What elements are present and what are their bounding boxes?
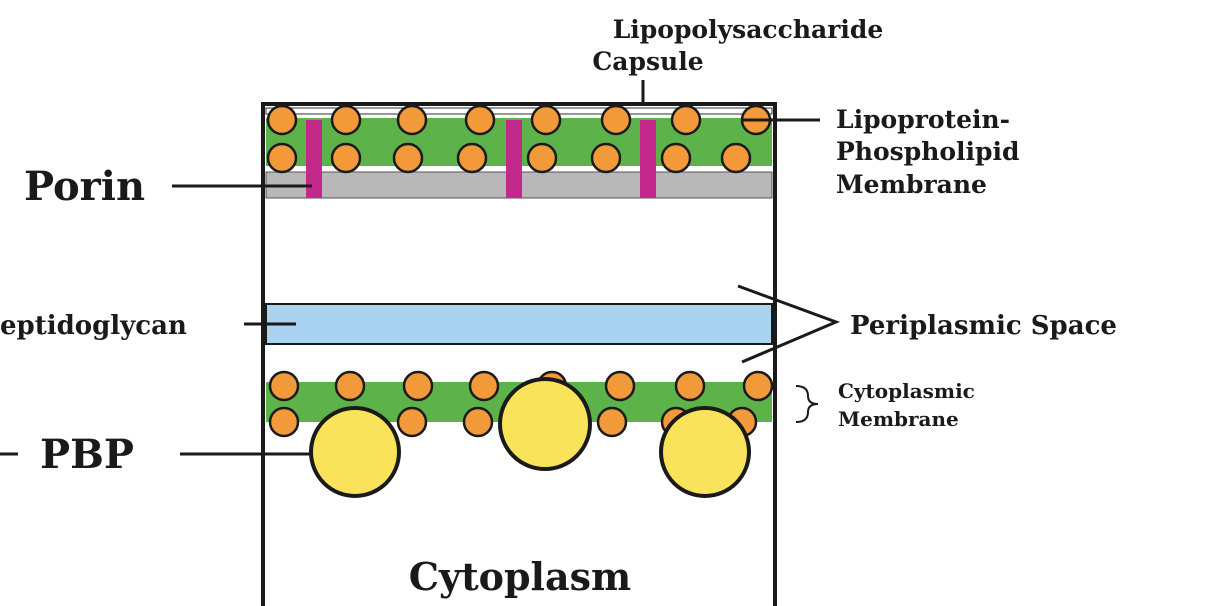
- inner-head-9: [270, 408, 298, 436]
- porin-label: Porin: [24, 163, 145, 210]
- cytoplasmic-label-line2: Membrane: [838, 407, 959, 431]
- lps-label-line1: Lipopolysaccharide: [613, 15, 884, 44]
- outer-head-11: [394, 144, 422, 172]
- outer-head-7: [672, 106, 700, 134]
- cytoplasm-label: Cytoplasm: [409, 554, 631, 599]
- outer-head-15: [662, 144, 690, 172]
- outer-head-1: [268, 106, 296, 134]
- outer-head-5: [532, 106, 560, 134]
- outer-head-4: [466, 106, 494, 134]
- outer-head-2: [332, 106, 360, 134]
- inner-head-2: [336, 372, 364, 400]
- periplasmic-label: Periplasmic Space: [850, 311, 1117, 341]
- peptidoglycan-layer: [266, 304, 772, 344]
- inner-head-4: [470, 372, 498, 400]
- inner-head-8: [744, 372, 772, 400]
- inner-head-11: [464, 408, 492, 436]
- inner-head-1: [270, 372, 298, 400]
- outer-membrane: [266, 106, 772, 198]
- pbp-protein-2: [500, 379, 590, 469]
- porin-channel-2: [506, 120, 522, 198]
- inner-head-10: [398, 408, 426, 436]
- inner-head-7: [676, 372, 704, 400]
- outer-head-9: [268, 144, 296, 172]
- outer-head-12: [458, 144, 486, 172]
- outer-head-14: [592, 144, 620, 172]
- pbp-label: PBP: [40, 431, 134, 478]
- porin-channel-3: [640, 120, 656, 198]
- outer-head-16: [722, 144, 750, 172]
- peptidoglycan-label: eptidoglycan: [0, 311, 187, 341]
- inner-head-6: [606, 372, 634, 400]
- inner-head-3: [404, 372, 432, 400]
- lipoprotein-label-line1: Lipoprotein-: [836, 105, 1010, 134]
- outer-head-6: [602, 106, 630, 134]
- lps-label-line2: Capsule: [592, 47, 703, 76]
- outer-head-13: [528, 144, 556, 172]
- pbp-protein-3: [661, 408, 749, 496]
- outer-head-3: [398, 106, 426, 134]
- cytoplasmic-brace: [796, 386, 818, 422]
- inner-head-12: [598, 408, 626, 436]
- outer-head-10: [332, 144, 360, 172]
- lipoprotein-label-line3: Membrane: [836, 170, 987, 199]
- pbp-protein-1: [311, 408, 399, 496]
- cytoplasmic-label-line1: Cytoplasmic: [838, 379, 975, 403]
- lipoprotein-label-line2: Phospholipid: [836, 137, 1020, 166]
